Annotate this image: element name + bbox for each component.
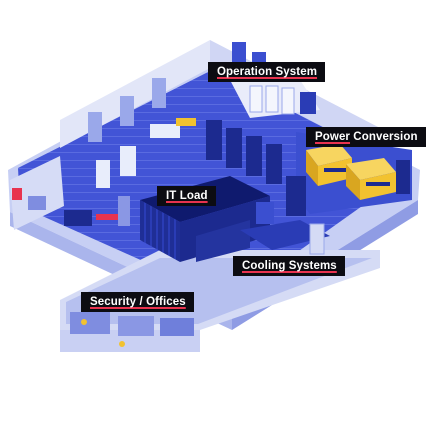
- power-conversion-label: Power Conversion: [306, 127, 426, 147]
- left-side-rooms: [10, 156, 130, 230]
- it-load-server-racks: [96, 118, 282, 262]
- generator-unit-icon: [346, 158, 396, 200]
- it-load-label: IT Load: [157, 186, 216, 206]
- cooling-systems-label-underlined: Cooling Systems: [242, 260, 337, 272]
- power-conversion-label-rest: Conversion: [350, 131, 418, 143]
- generator-unit-icon: [306, 144, 352, 186]
- it-load-label-underlined: IT Load: [166, 190, 208, 202]
- cooling-systems-area: [240, 176, 330, 255]
- cooling-systems-label: Cooling Systems: [233, 256, 345, 276]
- operation-system-room: [230, 80, 320, 118]
- operation-system-label-underlined: Operation System: [217, 66, 318, 78]
- operation-system-label: Operation System: [208, 62, 326, 82]
- security-offices-label-underlined: Security / Offices: [90, 296, 186, 308]
- power-conversion-area: [296, 132, 412, 214]
- security-offices-label: Security / Offices: [81, 292, 194, 312]
- power-conversion-label-underlined: Power: [315, 131, 351, 143]
- server-rack-icon: [206, 120, 282, 184]
